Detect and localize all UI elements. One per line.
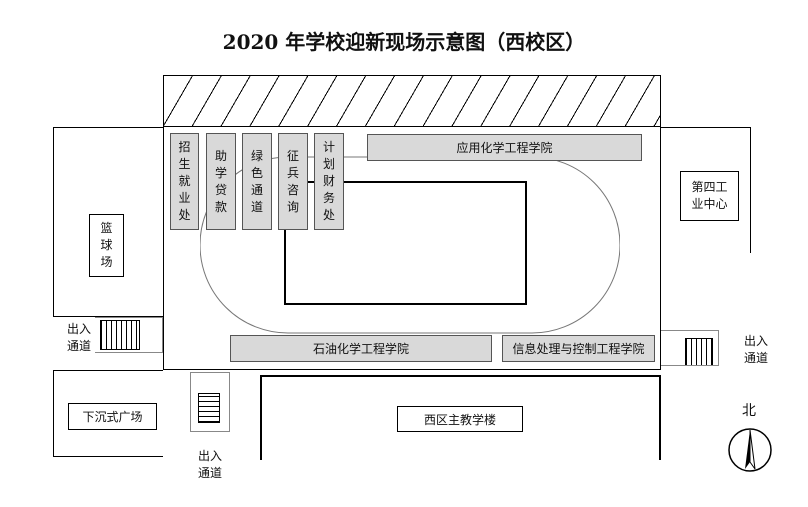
basketball-char: 球 (100, 238, 113, 252)
sunken-plaza: 下沉式广场 (68, 403, 157, 430)
main-teaching-outline (260, 375, 661, 460)
compass-north-label: 北 (742, 403, 756, 419)
bottom-entrance-frame (190, 372, 230, 432)
left-entrance-char: 出入 (66, 322, 91, 336)
booth-employment-char: 招 (178, 140, 191, 154)
college-applied-chemistry[interactable]: 应用化学工程学院 (367, 134, 642, 161)
booth-aid-char: 学 (214, 165, 227, 180)
right-entrance-char: 通道 (743, 351, 768, 365)
bottom-entrance-char: 通道 (197, 466, 222, 480)
page-title: 2020 年学校迎新现场示意图（西校区） (222, 30, 586, 54)
bottom-entrance-label: 出入通道 (189, 447, 231, 483)
booth-green-char: 通 (250, 182, 263, 197)
booth-finance[interactable]: 计划财务处 (314, 133, 344, 230)
booth-enlist-char: 询 (286, 199, 299, 214)
booth-finance-char: 财 (322, 174, 335, 188)
college-petroleum-chemistry[interactable]: 石油化学工程学院 (230, 335, 492, 362)
inner-field (284, 181, 527, 305)
bottom-entrance-stairs (198, 393, 220, 423)
booth-employment-char: 生 (178, 157, 191, 171)
booth-aid-char: 贷 (214, 182, 227, 197)
booth-finance-char: 处 (322, 208, 335, 222)
booth-finance-char: 计 (322, 140, 335, 154)
bottom-entrance-char: 出入 (197, 449, 222, 463)
booth-green-char: 道 (250, 199, 263, 214)
booth-finance-char: 务 (322, 191, 335, 205)
sunken-plaza-outline (53, 370, 163, 457)
booth-enlist-char: 咨 (286, 182, 299, 197)
booth-student-loan[interactable]: 助学贷款 (206, 133, 236, 230)
college-info-control[interactable]: 信息处理与控制工程学院 (502, 335, 655, 362)
left-entrance-label: 出入通道 (60, 320, 98, 356)
booth-finance-char: 划 (322, 157, 335, 171)
booth-employment-char: 就 (178, 174, 191, 188)
booth-enlist-char: 征 (286, 148, 299, 163)
booth-employment[interactable]: 招生就业处 (170, 133, 199, 230)
right-block-outline (661, 127, 751, 253)
fourth-industry-char: 第四工 (691, 180, 728, 194)
compass-icon (728, 428, 772, 472)
fourth-industry-char: 业中心 (691, 197, 728, 211)
booth-aid-char: 款 (214, 199, 227, 214)
basketball-char: 场 (100, 255, 113, 269)
left-entrance-char: 通道 (66, 339, 91, 353)
right-entrance-char: 出入 (743, 334, 768, 348)
left-entrance-stairs (100, 320, 140, 350)
right-entrance-frame (661, 330, 719, 366)
booth-green-char: 绿 (250, 148, 263, 163)
left-entrance-frame (95, 317, 163, 353)
booth-employment-char: 处 (178, 208, 191, 222)
right-entrance-label: 出入通道 (734, 332, 778, 368)
booth-green-channel[interactable]: 绿色通道 (242, 133, 272, 230)
grandstand-hatched (163, 75, 661, 127)
booth-enlist-char: 兵 (286, 165, 299, 180)
basketball-court: 篮球场 (89, 214, 124, 277)
main-teaching-building: 西区主教学楼 (397, 406, 523, 432)
left-block-outline (53, 127, 163, 317)
booth-aid-char: 助 (214, 148, 227, 163)
booth-enlistment[interactable]: 征兵咨询 (278, 133, 308, 230)
basketball-char: 篮 (100, 221, 113, 235)
fourth-industrial-center: 第四工业中心 (680, 171, 739, 221)
booth-employment-char: 业 (178, 191, 191, 205)
booth-green-char: 色 (250, 165, 263, 180)
